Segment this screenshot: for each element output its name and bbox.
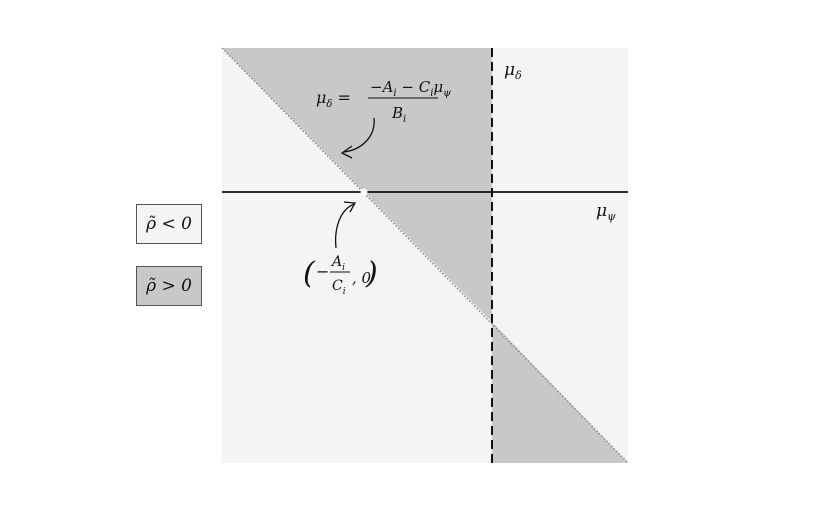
equation-arrow-head [340,145,353,159]
svg-text:μδ =: μδ = [316,88,351,110]
legend-negative-label: ρ̃ < 0 [146,214,192,234]
horizontal-axis-label: μψ [596,201,616,223]
legend-positive-box: ρ̃ > 0 [136,266,202,306]
svg-text:): ) [365,256,378,291]
vertical-axis-label: μδ [504,60,522,82]
intercept-point [360,188,368,196]
svg-text:−: − [316,262,329,281]
svg-text:Ci: Ci [332,278,346,297]
positive-region-lower [492,322,628,463]
intercept-arrow [334,203,355,249]
svg-text:Ai: Ai [330,254,345,273]
intercept-arrow-head [343,201,357,213]
positive-region-upper [222,48,492,322]
boundary-line [221,47,629,464]
svg-text:(: ( [303,256,316,291]
legend-positive-label: ρ̃ > 0 [146,276,192,296]
svg-text:, 0: , 0 [352,269,372,287]
svg-text:−Ai − Ciμψ: −Ai − Ciμψ [370,78,451,99]
svg-text:Bi: Bi [391,104,406,125]
intercept-label: ( − Ai Ci , 0 ) [303,254,378,297]
legend-negative-box: ρ̃ < 0 [136,204,202,244]
equation-arrow [343,117,375,153]
line-equation: μδ = −Ai − Ciμψ Bi [316,78,451,125]
